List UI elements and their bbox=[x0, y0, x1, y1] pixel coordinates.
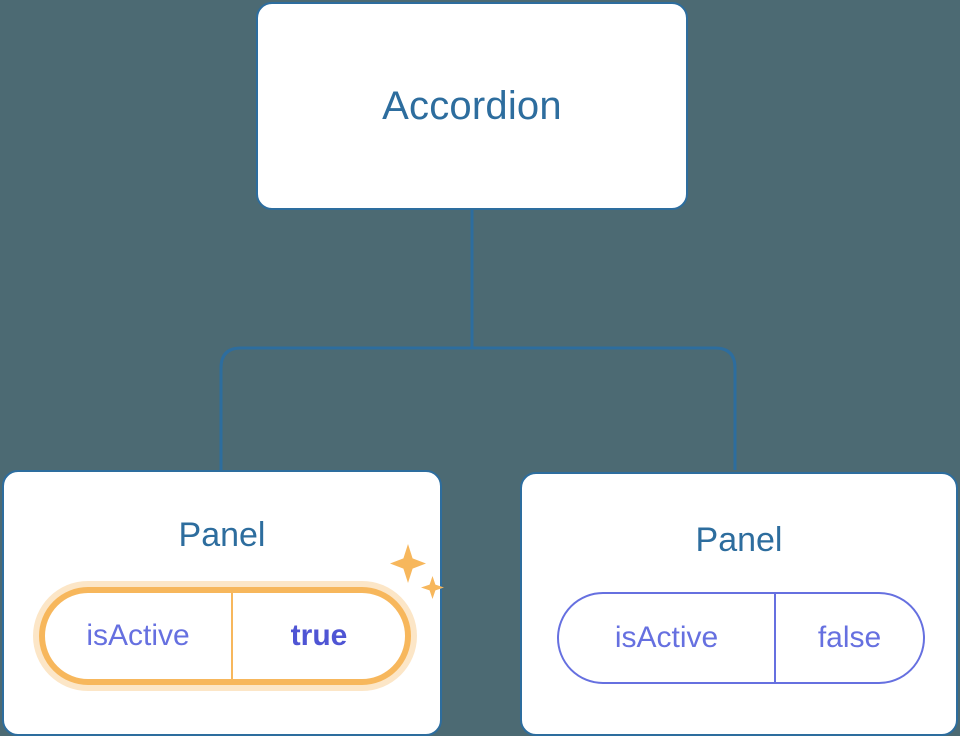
prop-pill-divider bbox=[231, 593, 233, 679]
node-accordion-label: Accordion bbox=[382, 83, 562, 128]
prop-value: false bbox=[817, 621, 882, 654]
prop-key: isActive bbox=[86, 619, 190, 652]
prop-pill-divider bbox=[774, 594, 776, 682]
prop-key: isActive bbox=[614, 621, 719, 654]
prop-pill-isactive-false[interactable]: isActive false bbox=[557, 592, 925, 684]
node-panel-active[interactable]: Panel isActive true bbox=[2, 470, 442, 736]
prop-value: true bbox=[290, 619, 348, 652]
connector-branch-bus bbox=[219, 346, 737, 470]
node-accordion[interactable]: Accordion bbox=[256, 2, 688, 210]
node-panel-inactive-label: Panel bbox=[695, 521, 783, 559]
node-panel-active-label: Panel bbox=[178, 516, 266, 554]
node-panel-inactive[interactable]: Panel isActive false bbox=[520, 472, 958, 736]
prop-pill-isactive-true[interactable]: isActive true bbox=[39, 587, 411, 685]
